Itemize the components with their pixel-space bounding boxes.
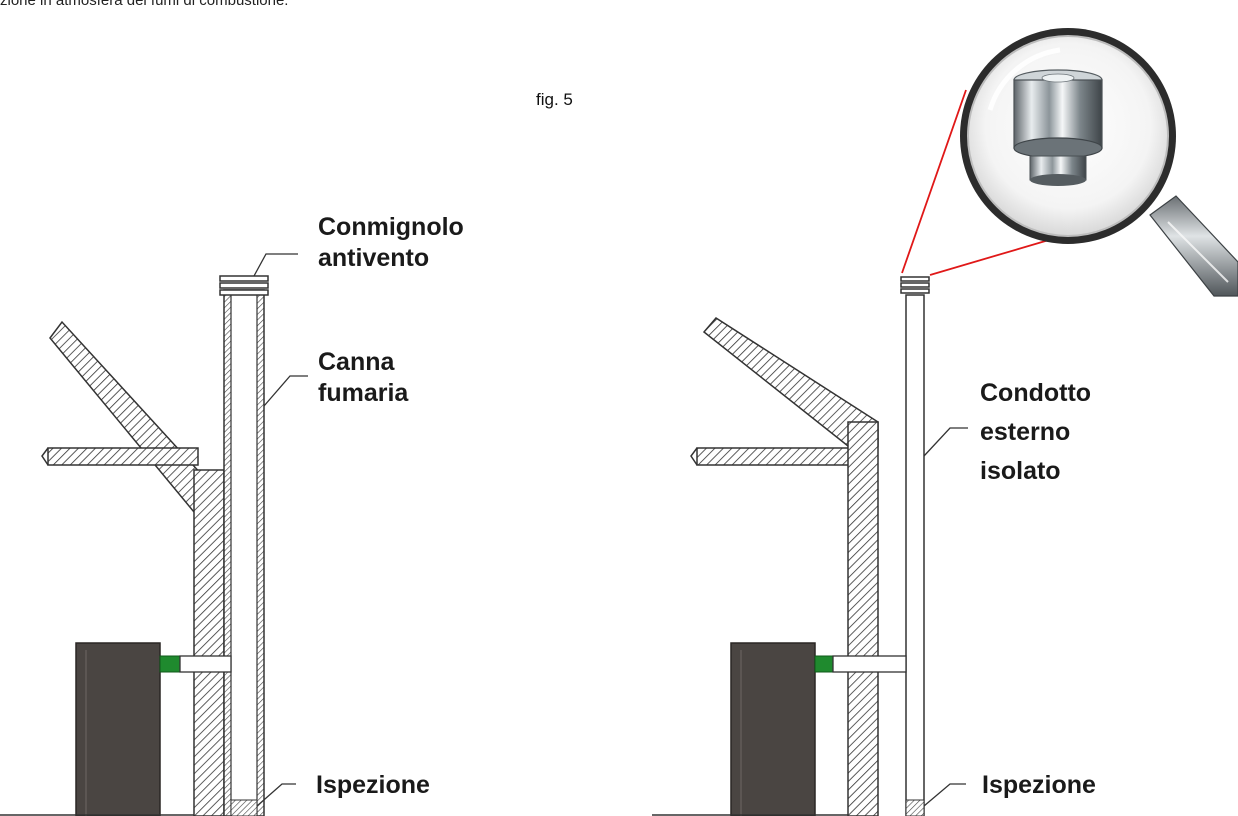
right-slab-break <box>690 447 698 466</box>
left-wind-cap <box>219 275 269 296</box>
left-flue-inner <box>230 291 258 816</box>
duct-label-line-3: isolato <box>980 457 1061 485</box>
right-connector-pipe <box>832 655 907 673</box>
left-inspection-leader <box>256 783 296 807</box>
magnifier-line-left <box>901 89 967 274</box>
right-inspection-leader <box>923 783 966 807</box>
right-floor-slab <box>696 447 850 466</box>
duct-label-line-1: Condotto <box>980 379 1092 407</box>
figure-label: fig. 5 <box>536 90 573 109</box>
right-wall <box>847 421 879 816</box>
magnifier-lens <box>960 28 1176 244</box>
left-stove <box>75 642 161 816</box>
left-green-connector <box>159 655 181 673</box>
right-duct-leader <box>923 427 968 457</box>
duct-label: Condotto esterno isolato <box>980 374 1091 491</box>
flue-label-line-1: Canna <box>318 348 395 376</box>
flue-label: Canna fumaria <box>318 347 408 409</box>
wind-cap-closeup <box>1013 69 1103 186</box>
left-flue-leader <box>263 375 308 407</box>
right-green-connector <box>814 655 834 673</box>
left-wall <box>193 469 225 816</box>
cap-label-line-2: antivento <box>318 244 430 272</box>
cap-label-line-1: Conmignolo <box>318 213 464 241</box>
right-diagram <box>652 28 1238 816</box>
left-inspection-base <box>230 799 258 816</box>
duct-label-line-2: esterno <box>980 418 1071 446</box>
left-roof <box>49 320 215 513</box>
left-connector-pipe <box>179 655 232 673</box>
left-cap-leader <box>253 253 298 277</box>
right-inspection-base <box>905 799 925 816</box>
left-inspection-label: Ispezione <box>316 771 430 799</box>
right-inspection-label: Ispezione <box>982 771 1096 799</box>
left-slab-break <box>41 447 49 466</box>
flue-label-line-2: fumaria <box>318 379 409 407</box>
left-diagram <box>0 253 308 816</box>
right-wind-cap <box>900 276 930 294</box>
left-floor-slab <box>47 447 199 466</box>
header-text: zione in atmosfera dei fumi di combustio… <box>0 0 289 9</box>
right-external-duct <box>905 294 925 816</box>
right-stove <box>730 642 816 816</box>
cap-label: Conmignolo antivento <box>318 212 464 274</box>
magnifier-handle <box>1149 195 1238 297</box>
